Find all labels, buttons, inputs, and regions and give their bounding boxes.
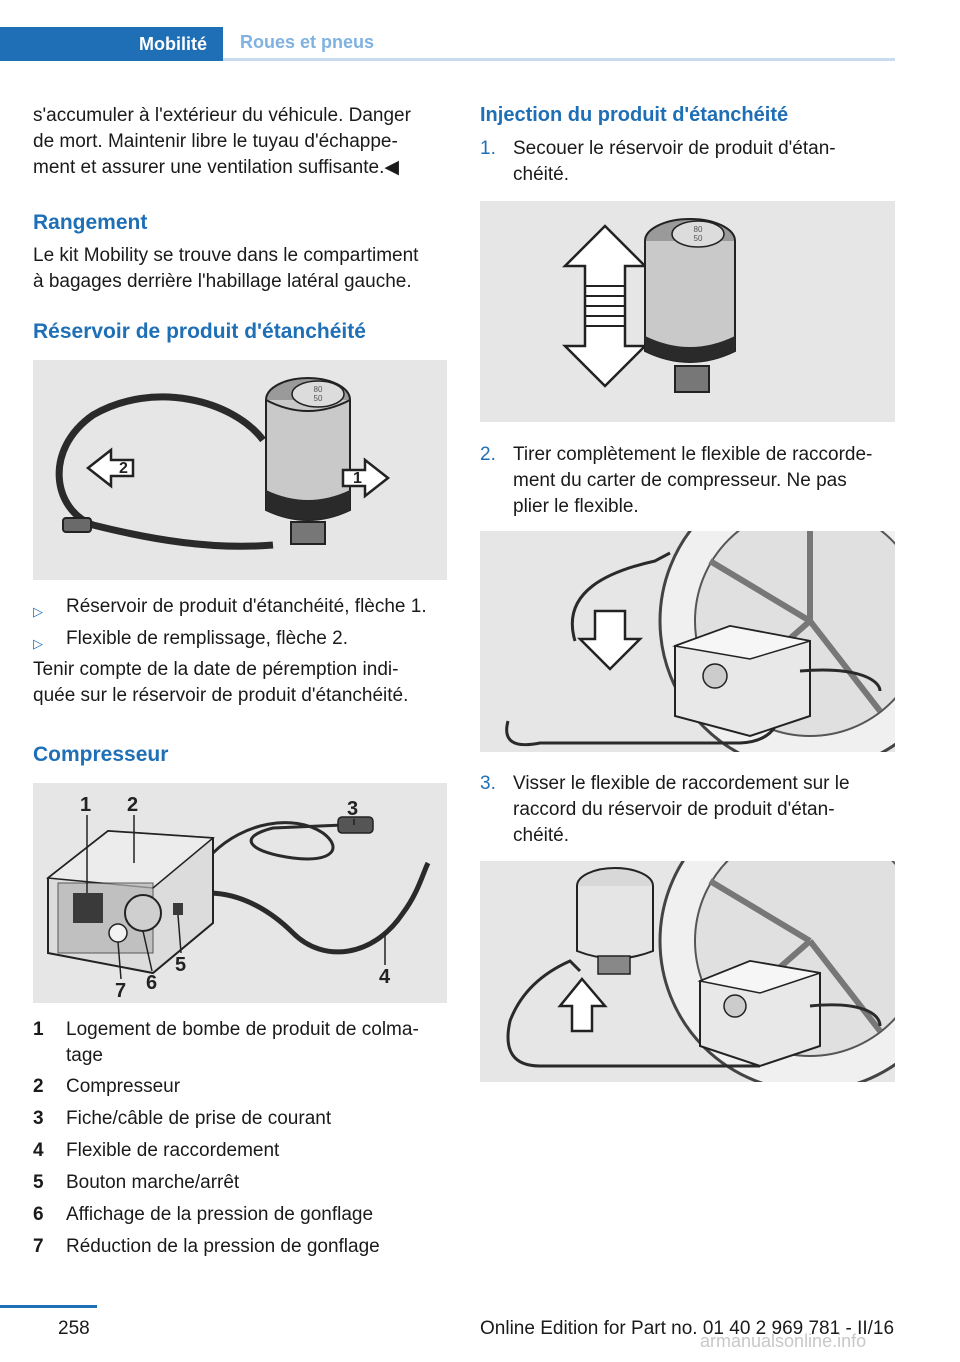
step-2: 2. Tirer complètement le flexible de rac… xyxy=(480,444,873,517)
legend-item: 6 Affichage de la pression de gonflage xyxy=(33,1204,374,1225)
callout-7: 7 xyxy=(115,980,126,1002)
section-tab: Mobilité xyxy=(0,27,223,61)
legend-item: 4 Flexible de raccordement xyxy=(33,1140,280,1161)
arrow-2-label: 2 xyxy=(119,460,128,477)
legend-item: 3 Fiche/câble de prise de courant xyxy=(33,1108,332,1129)
arrow-1-label: 1 xyxy=(353,470,362,487)
storage-heading: Rangement xyxy=(33,211,148,234)
footer-rule xyxy=(0,1305,97,1308)
shake-figure: 80 50 xyxy=(480,201,895,422)
arrow-1 xyxy=(341,457,391,499)
reservoir-heading: Réservoir de produit d'étanchéité xyxy=(33,320,366,343)
callout-4: 4 xyxy=(379,966,391,988)
connect-figure xyxy=(480,861,895,1082)
legend-item: 2 Compresseur xyxy=(33,1076,181,1097)
hose-coupling xyxy=(62,517,92,533)
svg-text:50: 50 xyxy=(694,234,703,243)
step-1: 1. Secouer le réservoir de produit d'éta… xyxy=(480,138,836,185)
callout-5: 5 xyxy=(175,954,186,976)
bullet-triangle-icon: ▷ xyxy=(33,604,43,619)
legend-item: 1 Logement de bombe de produit de colma-… xyxy=(33,1019,419,1066)
svg-text:80: 80 xyxy=(694,225,703,234)
storage-text: Le kit Mobility se trouve dans le compar… xyxy=(33,245,419,292)
legend-item: 7 Réduction de la pression de gonflage xyxy=(33,1236,380,1257)
watermark: armanualsonline.info xyxy=(700,1331,867,1351)
subsection-tab: Roues et pneus xyxy=(223,27,895,61)
arrow-2 xyxy=(85,447,135,489)
page-number: 258 xyxy=(58,1318,90,1339)
svg-text:50: 50 xyxy=(314,394,323,403)
power-plug xyxy=(337,816,374,834)
reservoir-note: Tenir compte de la date de péremption in… xyxy=(33,659,409,706)
page-header: Mobilité Roues et pneus xyxy=(0,27,895,61)
callout-6: 6 xyxy=(146,972,157,994)
callout-2: 2 xyxy=(127,794,138,816)
reservoir-bullet-1: ▷ Réservoir de produit d'étanchéité, flè… xyxy=(33,594,447,620)
hose-figure xyxy=(480,531,895,752)
legend-item: 5 Bouton marche/arrêt xyxy=(33,1172,240,1193)
compressor-heading: Compresseur xyxy=(33,743,169,766)
reservoir-figure: 80 50 2 1 xyxy=(33,360,447,580)
callout-3: 3 xyxy=(347,798,358,820)
intro-paragraph: s'accumuler à l'extérieur du véhicule. D… xyxy=(33,105,411,178)
bullet-triangle-icon: ▷ xyxy=(33,636,43,651)
edition-text: Online Edition for Part no. 01 40 2 969 … xyxy=(480,1318,895,1339)
svg-text:80: 80 xyxy=(314,385,323,394)
compressor-figure: 1 2 3 4 5 6 7 xyxy=(33,783,447,1003)
callout-1: 1 xyxy=(80,794,91,816)
injection-heading: Injection du produit d'étanchéité xyxy=(480,104,789,126)
step-3: 3. Visser le flexible de raccordement su… xyxy=(480,773,850,846)
reservoir-bullet-2: ▷ Flexible de remplissage, flèche 2. xyxy=(33,626,447,652)
